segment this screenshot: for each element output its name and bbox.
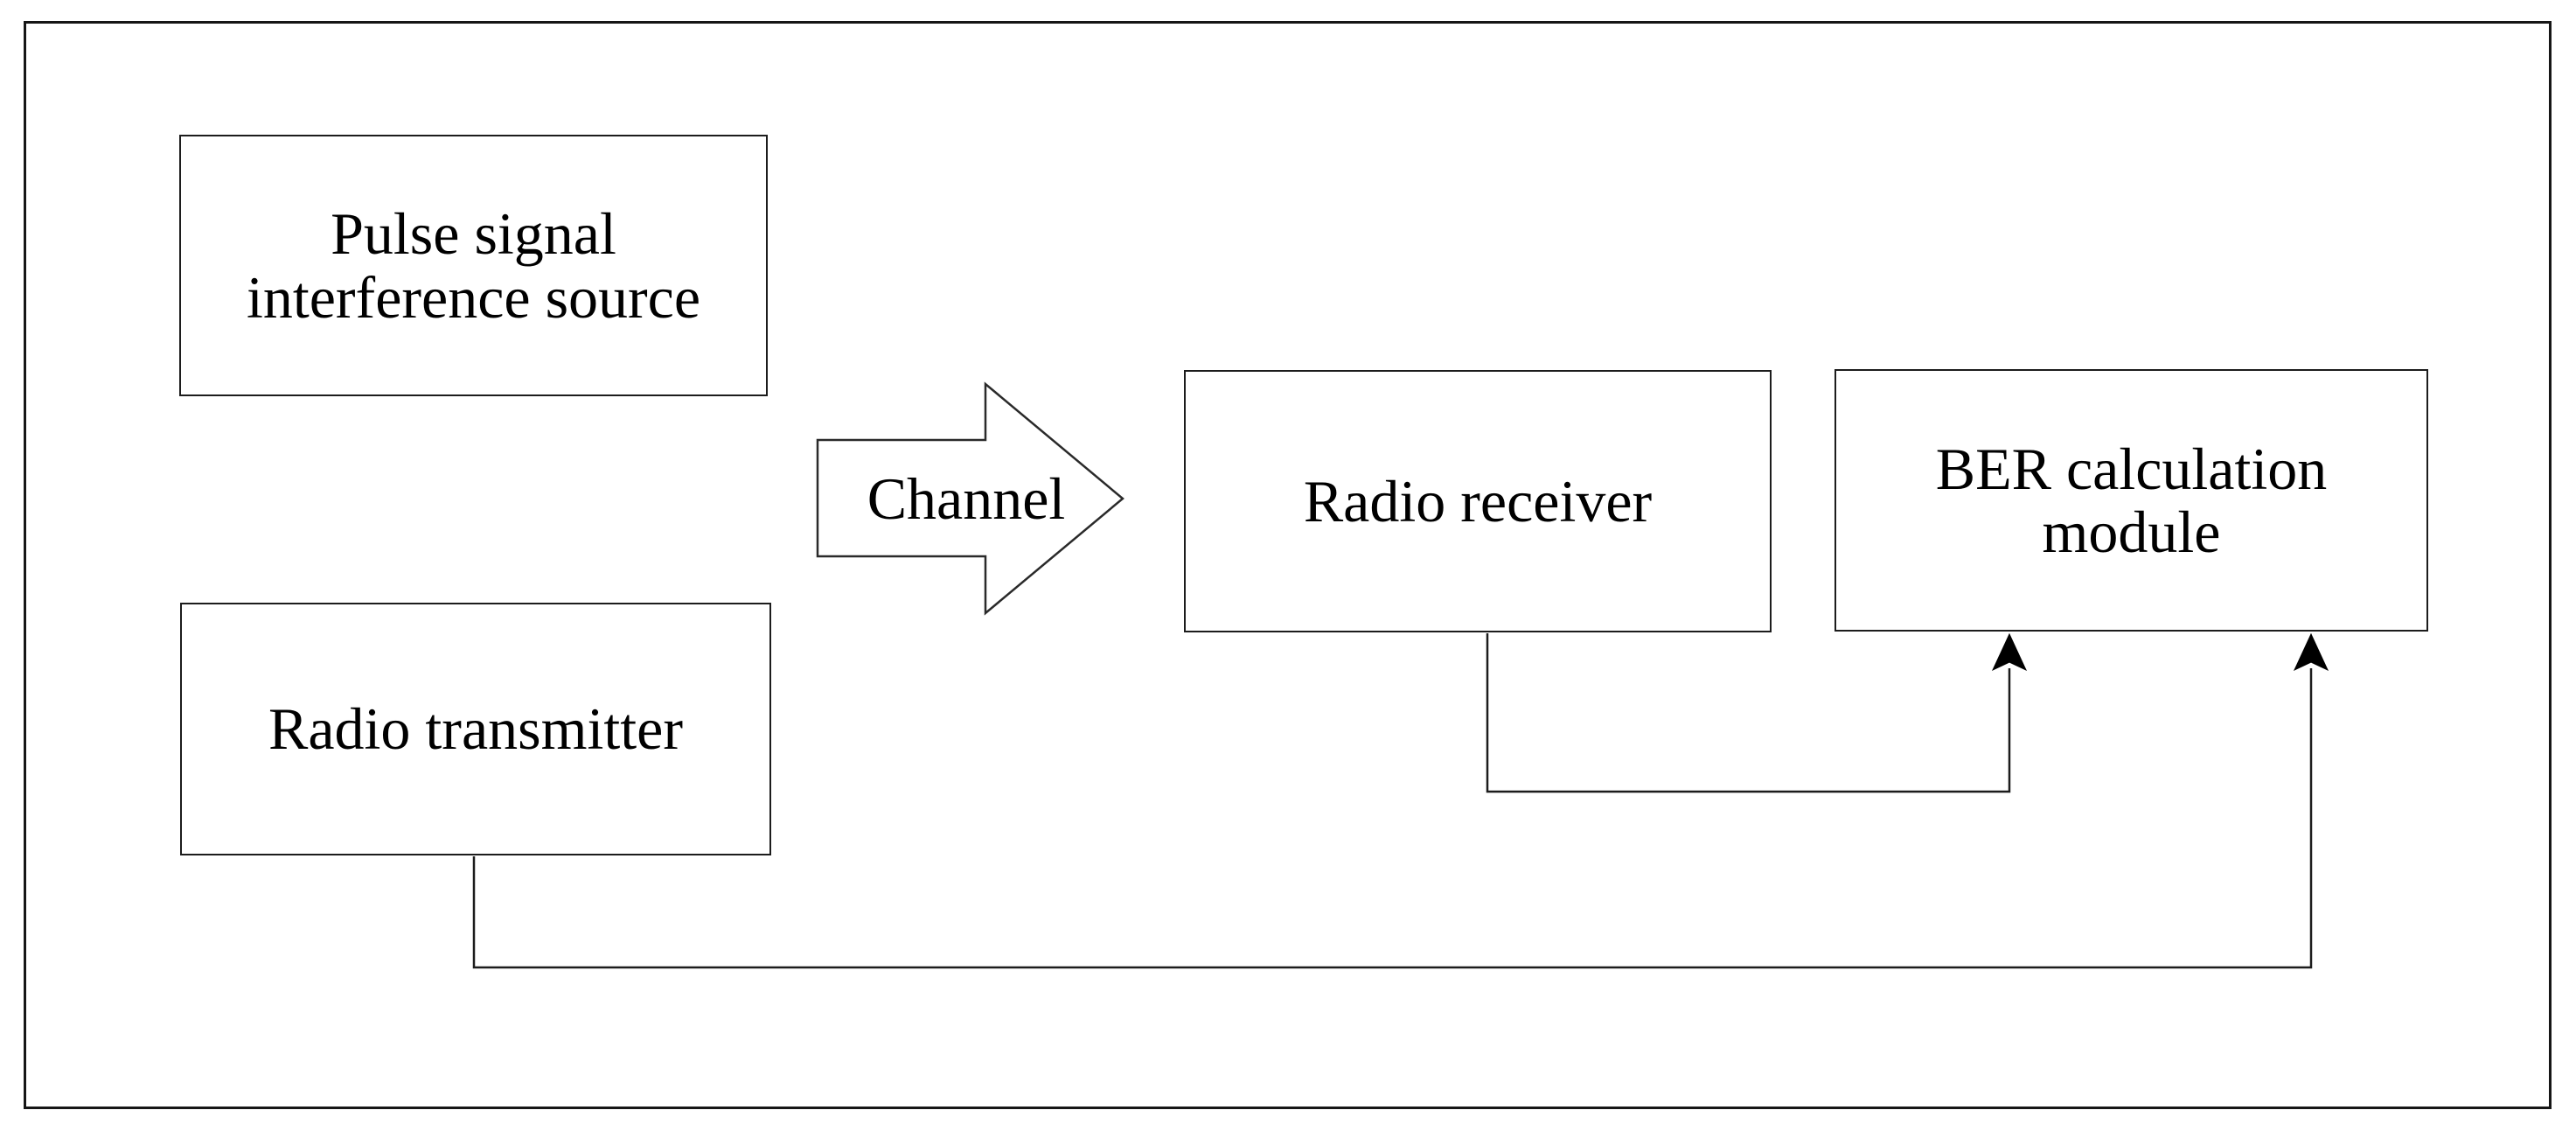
node-pulse-interference-source: Pulse signal interference source: [179, 135, 768, 396]
node-ber-calculation-module: BER calculation module: [1835, 369, 2428, 632]
node-radio-transmitter-label: Radio transmitter: [268, 695, 683, 763]
node-pulse-interference-source-label: Pulse signal interference source: [246, 200, 701, 331]
node-radio-transmitter: Radio transmitter: [180, 603, 771, 855]
node-ber-calculation-module-label: BER calculation module: [1935, 435, 2328, 565]
diagram-frame: [24, 21, 2552, 1109]
node-radio-receiver-label: Radio receiver: [1303, 467, 1653, 534]
node-radio-receiver: Radio receiver: [1184, 370, 1772, 632]
channel-label: Channel: [867, 464, 1066, 532]
